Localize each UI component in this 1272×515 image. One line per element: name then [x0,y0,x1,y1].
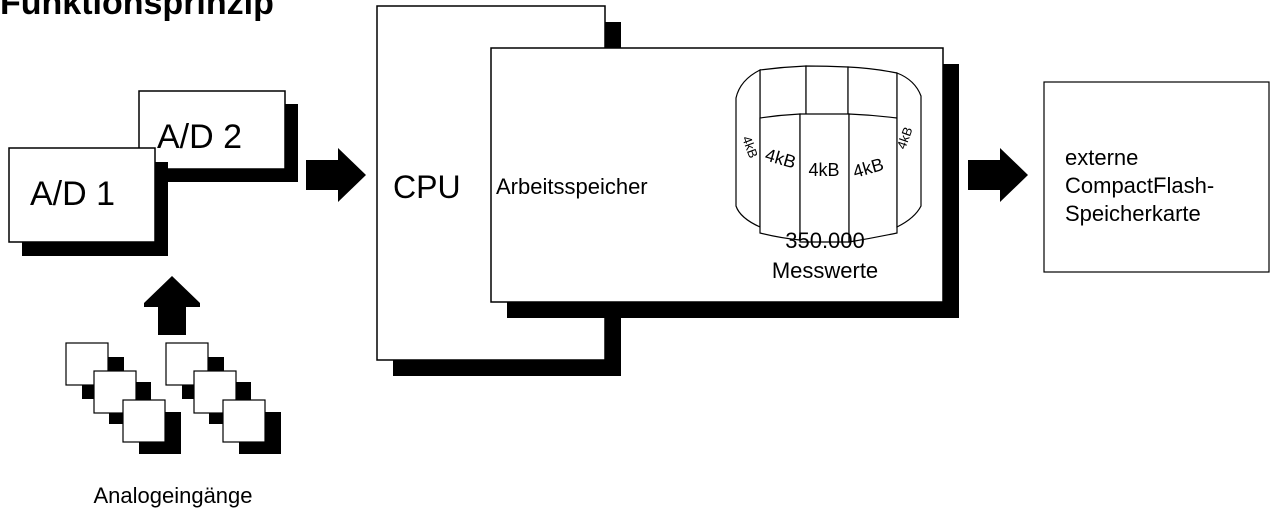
memory-blocks [735,65,922,243]
memory-count-unit: Messwerte [772,258,878,283]
ad2-box: A/D 2 [138,90,298,182]
storage-label-line1: externe [1065,145,1138,170]
arrow-right-icon [306,148,366,202]
diagram-title: Funktionsprinzip [0,0,274,22]
cpu-label: CPU [393,169,461,205]
storage-label-line3: Speicherkarte [1065,201,1201,226]
analog-inputs-icon [65,342,281,454]
block-label-center: 4kB [808,160,839,180]
memory-block-left [759,113,801,241]
arrow-right-storage-icon [968,148,1028,202]
ad2-label: A/D 2 [157,118,242,156]
memory-block-right [848,113,898,243]
memory-label: Arbeitsspeicher [496,174,648,199]
analog-inputs-label: Analogeingänge [93,483,252,508]
block-label-far-left: 4kB [739,134,761,160]
memory-count: 350.000 [785,228,865,253]
storage-box: externe CompactFlash- Speicherkarte [1043,81,1270,273]
ad1-label: A/D 1 [30,175,115,213]
block-label-far-right: 4kB [894,125,916,151]
arrow-up-icon [144,276,200,335]
storage-label-line2: CompactFlash- [1065,173,1214,198]
memory-block-far-right [896,72,922,228]
ad1-box: A/D 1 [8,147,168,256]
